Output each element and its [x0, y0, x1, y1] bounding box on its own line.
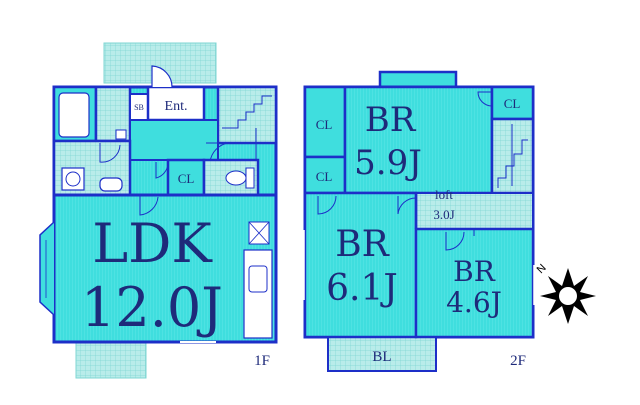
ldk-size: 12.0J	[81, 276, 223, 339]
toilet-tank-icon	[245, 167, 255, 189]
loft-label: loft	[435, 187, 453, 202]
entrance-door-icon	[151, 65, 173, 88]
utility-door-icon	[99, 143, 121, 163]
washing-machine-icon	[61, 167, 85, 191]
floor2-label: 2F	[510, 353, 526, 369]
stairs-steps-icon	[222, 95, 272, 160]
stairs-1f	[216, 85, 278, 145]
bathtub-icon	[58, 92, 90, 138]
closet-right-door-icon	[477, 91, 493, 107]
entrance-label: Ent.	[165, 99, 188, 114]
closet-1f-label: CL	[178, 171, 195, 186]
bedroom-right-label: BR	[453, 255, 496, 288]
ldk-deck	[75, 341, 147, 379]
bedroom-left-size: 6.1J	[326, 268, 398, 309]
floor1-label: 1F	[254, 353, 270, 369]
bedroom-top-label: BR	[365, 100, 417, 140]
closet-door-icon	[155, 162, 169, 179]
closet-top-left-label: CL	[316, 117, 333, 132]
toilet-icon	[225, 170, 247, 186]
bedroom-top-size: 5.9J	[354, 143, 422, 183]
sun-compass-icon	[540, 268, 596, 324]
sink-icon	[99, 177, 123, 192]
balcony	[327, 336, 437, 372]
washing-machine-drum	[65, 171, 81, 187]
loft-size: 3.0J	[433, 207, 454, 222]
ldk-label: LDK	[92, 212, 213, 275]
bedroom-left-door2-icon	[397, 196, 417, 215]
north-label: N	[535, 262, 549, 276]
kitchen-sink-icon	[248, 265, 268, 293]
bedroom-right-door-icon	[445, 231, 465, 251]
stairs-2f-steps-icon	[497, 124, 528, 188]
bay-window	[39, 221, 55, 316]
closet-right-label: CL	[504, 96, 521, 111]
bedroom-left-door-icon	[317, 195, 337, 215]
floor-2: BL CL CL BR 5.9J CL loft 3.0J BR 6.1J B	[303, 70, 535, 372]
bedroom-left	[303, 191, 418, 339]
bedroom-right-size: 4.6J	[446, 286, 502, 319]
kitchen-counter	[243, 249, 273, 339]
hallway	[129, 119, 219, 161]
balcony-label: BL	[372, 349, 391, 365]
bedroom-right	[414, 227, 535, 339]
shoebox-label: SB	[134, 103, 144, 112]
washbasin-icon	[115, 129, 127, 140]
floor-1: SB Ent. CL	[39, 42, 278, 379]
bedroom-left-label: BR	[335, 224, 389, 265]
closet-bottom-left-label: CL	[316, 169, 333, 184]
ldk-door-icon	[139, 195, 159, 216]
